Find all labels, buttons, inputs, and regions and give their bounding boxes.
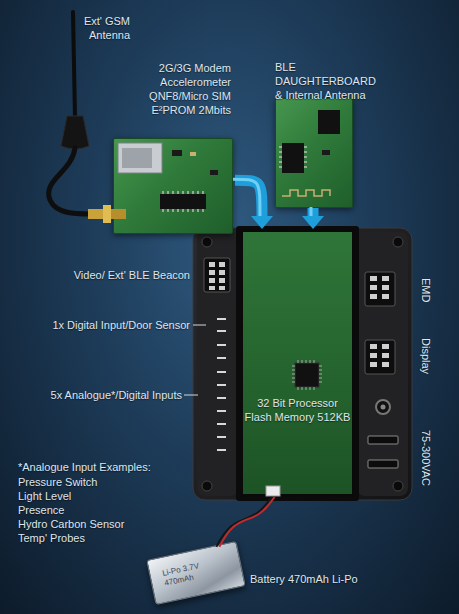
processor-label: 32 Bit Processor Flash Memory 512KB bbox=[243, 396, 352, 424]
battery-wire bbox=[216, 497, 274, 547]
display-connector bbox=[365, 340, 395, 374]
enclosure-recess bbox=[236, 226, 359, 501]
port-label: 5x Analogue*/Digital Inputs bbox=[6, 388, 182, 402]
modem-chip bbox=[160, 191, 206, 212]
wire bbox=[216, 497, 271, 547]
emd-connector bbox=[365, 272, 395, 306]
modem-board: 2G/3G Modem Accelerometer QNF8/Micro SIM… bbox=[100, 58, 235, 235]
arrow-highlight bbox=[310, 207, 313, 216]
pcb-antenna bbox=[282, 190, 330, 196]
port-label: Display bbox=[419, 338, 433, 374]
arrow-shaft bbox=[308, 208, 319, 217]
note-item: Pressure Switch bbox=[18, 475, 97, 489]
flow-arrow bbox=[302, 207, 324, 229]
leader-line bbox=[184, 395, 198, 396]
wire bbox=[219, 497, 274, 547]
ble-daughterboard: BLE DAUGHTERBOARD & Internal Antenna bbox=[272, 58, 372, 208]
battery-plug bbox=[266, 486, 280, 496]
board-heading: BLE DAUGHTERBOARD & Internal Antenna bbox=[275, 60, 371, 102]
port-label: EMD bbox=[419, 278, 433, 302]
power-terminal bbox=[368, 460, 398, 468]
enclosure-panel bbox=[197, 232, 238, 496]
leader-line bbox=[193, 325, 206, 326]
screw-hole bbox=[202, 237, 212, 247]
component bbox=[210, 170, 218, 175]
enclosure bbox=[193, 228, 412, 500]
component bbox=[322, 150, 330, 155]
enclosure-panel bbox=[357, 232, 408, 496]
note-item: Hydro Carbon Sensor bbox=[18, 517, 124, 531]
battery-pack: Li-Po 3.7V 470mAh bbox=[146, 541, 246, 605]
power-terminal bbox=[368, 436, 398, 444]
sim-holder bbox=[118, 143, 162, 173]
component bbox=[172, 150, 182, 156]
input-terminals bbox=[217, 318, 226, 451]
round-port bbox=[381, 405, 386, 410]
pcb bbox=[275, 98, 353, 208]
antenna-base bbox=[61, 116, 89, 149]
note-item: Presence bbox=[18, 503, 64, 517]
round-port bbox=[376, 400, 390, 414]
main-pcb: 32 Bit Processor Flash Memory 512KB bbox=[240, 229, 355, 497]
ble-chip bbox=[318, 110, 340, 134]
note-item: Temp' Probes bbox=[18, 531, 85, 545]
screw-hole bbox=[393, 237, 403, 247]
pcb bbox=[113, 138, 233, 234]
antenna-whip bbox=[73, 12, 75, 118]
note-item: Light Level bbox=[18, 489, 71, 503]
video-connector bbox=[204, 258, 230, 292]
screw-hole bbox=[393, 481, 403, 491]
ble-ic bbox=[279, 143, 307, 173]
arrow-shaft bbox=[235, 180, 262, 217]
processor-chip bbox=[292, 360, 322, 390]
antenna-label: Ext' GSM Antenna bbox=[82, 14, 130, 42]
arrow-highlight bbox=[233, 179, 260, 216]
antenna-cable bbox=[49, 148, 90, 214]
arrow-head bbox=[251, 216, 273, 229]
flow-arrow bbox=[233, 179, 273, 229]
board-heading: 2G/3G Modem Accelerometer QNF8/Micro SIM… bbox=[139, 61, 231, 117]
port-label: 75-300VAC bbox=[419, 430, 433, 486]
port-label: Video/ Ext' BLE Beacon bbox=[60, 268, 190, 282]
port-label: 1x Digital Input/Door Sensor bbox=[6, 318, 190, 332]
sma-connector bbox=[88, 205, 126, 223]
part-label: Battery 470mAh Li-Po bbox=[250, 572, 358, 586]
screw-hole bbox=[202, 481, 212, 491]
note-heading: *Analogue Input Examples: bbox=[18, 460, 151, 474]
component bbox=[190, 152, 196, 156]
arrow-head bbox=[302, 216, 324, 229]
battery-print: Li-Po 3.7V 470mAh bbox=[161, 560, 210, 589]
